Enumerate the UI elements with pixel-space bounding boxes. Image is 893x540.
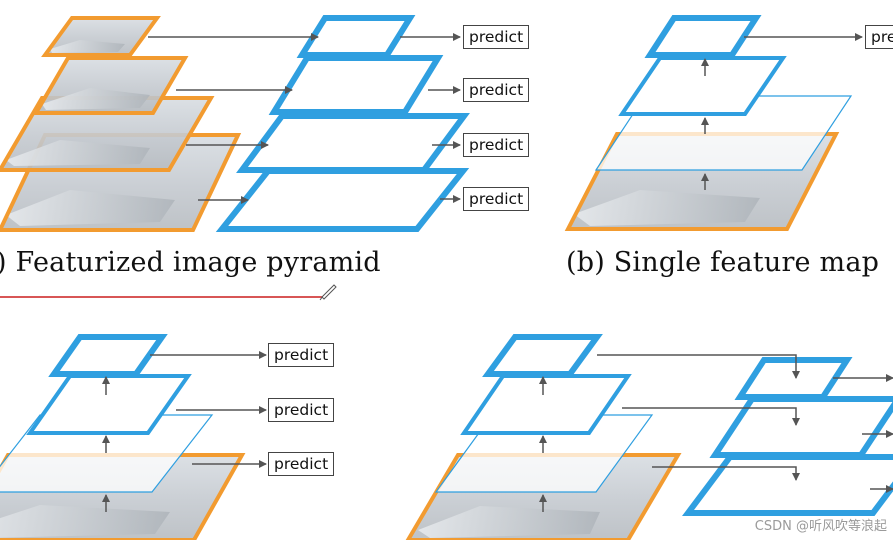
caption-b: (b) Single feature map [566, 247, 880, 278]
feature-map-b-3 [644, 15, 762, 58]
predict-box-b: pre [865, 25, 893, 49]
predict-box-a-4: predict [463, 187, 530, 211]
panel-b-single-feature-map [564, 15, 863, 231]
predict-box-a-3: predict [463, 133, 530, 157]
pen-cursor-icon [319, 284, 337, 301]
predict-box-a-1: predict [463, 25, 530, 49]
feature-map-d-topdown-3 [734, 357, 853, 400]
image-layer-3 [32, 56, 189, 115]
predict-box-c-1: predict [268, 343, 335, 367]
feature-map-level-2 [236, 113, 470, 173]
panel-d-feature-pyramid-network [405, 334, 893, 540]
lateral-d-top [597, 354, 800, 379]
caption-a: ) Featurized image pyramid [0, 247, 381, 278]
lateral-d-mid [622, 407, 800, 426]
panel-a-featurized-image-pyramid [0, 15, 470, 301]
feature-map-level-4 [296, 15, 416, 58]
predict-box-c-3: predict [268, 452, 335, 476]
feature-map-c-2 [26, 374, 192, 435]
lateral-d-bottom [652, 466, 800, 481]
feature-map-level-3 [268, 55, 444, 115]
feature-map-b-2 [618, 56, 787, 116]
csdn-watermark: CSDN @听风吹等浪起 [754, 519, 887, 534]
feature-map-d-topdown-2 [709, 396, 893, 458]
predict-box-a-2: predict [463, 78, 530, 102]
predict-box-c-2: predict [268, 398, 335, 422]
image-layer-4 [41, 16, 161, 57]
feature-map-d-bottomup-2 [460, 374, 632, 435]
panel-c-pyramidal-feature-hierarchy [0, 334, 267, 540]
feature-map-c-3 [48, 334, 168, 377]
feature-map-d-topdown-1 [682, 454, 893, 516]
image-layer-2 [0, 96, 215, 172]
feature-map-d-bottomup-3 [482, 334, 603, 377]
feature-map-level-1 [215, 168, 470, 232]
